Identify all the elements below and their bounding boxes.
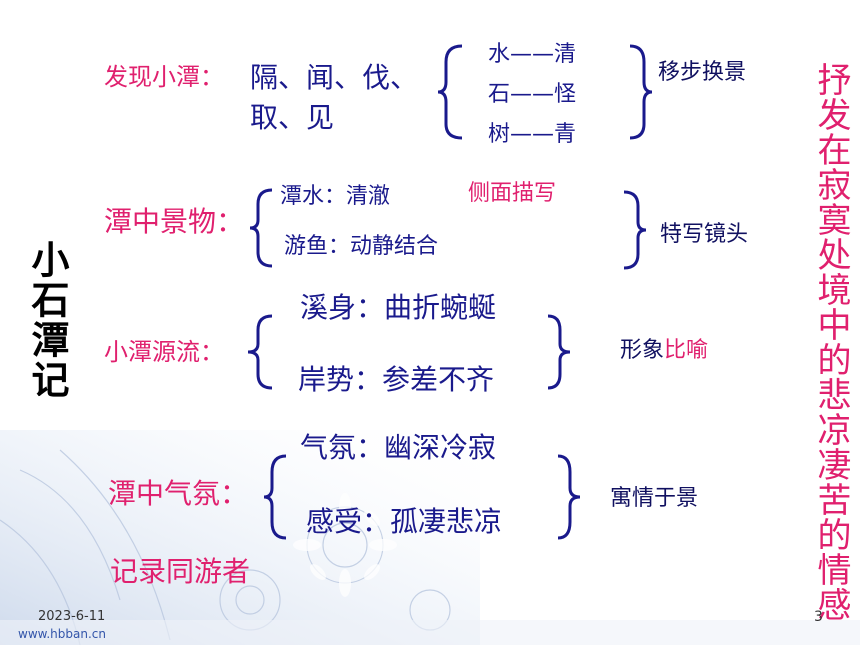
section-summary: 特写镜头: [660, 222, 749, 247]
summary-prefix: 形象: [620, 338, 665, 363]
atmosphere-item: 感受：孤凄悲凉: [306, 505, 503, 538]
left-brace: [437, 44, 463, 140]
website-watermark: www.hbban.cn: [18, 627, 106, 641]
left-brace: [247, 314, 273, 390]
page-number: 3: [814, 609, 823, 625]
theme-statement: 抒发在寂寞处境中的悲凉凄苦的情感: [811, 62, 851, 622]
right-brace: [557, 454, 581, 540]
technique-note: 侧面描写: [468, 181, 557, 206]
slide-date: 2023-6-11: [38, 609, 106, 624]
right-brace: [623, 190, 647, 270]
right-brace: [547, 314, 571, 390]
section-label: 潭中景物：: [104, 205, 245, 238]
right-brace: [629, 44, 653, 140]
source-item: 溪身：曲折蜿蜒: [300, 291, 497, 324]
verbs-line1: 隔、闻、伐、: [250, 61, 419, 94]
section-summary: 移步换景: [658, 60, 747, 85]
pair-item: 石——怪: [488, 82, 577, 107]
companions-note: 记录同游者: [110, 555, 251, 588]
pair-item: 树——青: [488, 122, 577, 147]
section-label: 发现小潭：: [104, 63, 224, 91]
side-title: 小石潭记: [25, 240, 69, 400]
verbs-line2: 取、见: [250, 101, 335, 134]
atmosphere-item: 气氛：幽深冷寂: [300, 431, 497, 464]
section-label: 潭中气氛：: [108, 477, 249, 510]
section-label: 小潭源流：: [104, 338, 224, 366]
section-summary: 形象比喻: [620, 340, 708, 362]
left-brace: [263, 454, 287, 540]
summary-highlight: 比喻: [664, 338, 709, 363]
pair-item: 水——清: [488, 42, 577, 67]
source-item: 岸势：参差不齐: [298, 363, 495, 396]
scenery-item: 潭水：清澈: [280, 184, 391, 209]
left-brace: [249, 188, 273, 268]
section-summary: 寓情于景: [610, 486, 699, 511]
scenery-item: 游鱼：动静结合: [284, 234, 439, 259]
